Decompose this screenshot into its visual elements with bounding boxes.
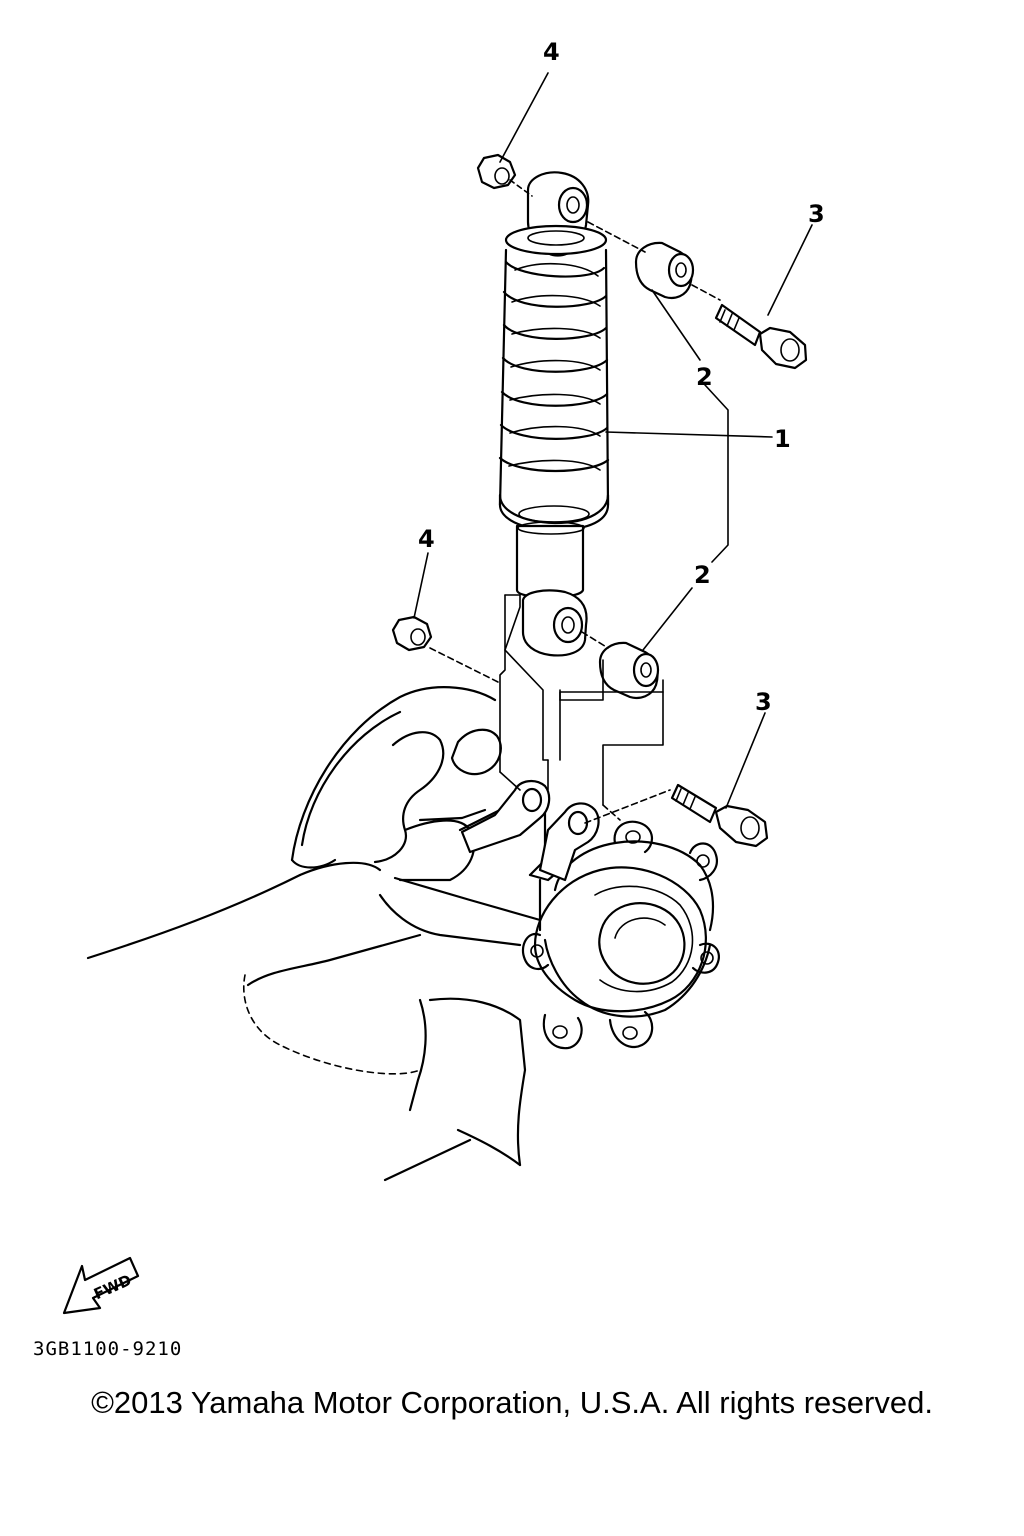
- callout-3-upper: 3: [808, 200, 825, 228]
- callouts: 4 3 2 1 4 2 3: [418, 38, 825, 716]
- shock-absorber: [498, 171, 610, 657]
- fwd-arrow-icon: FWD: [62, 1256, 140, 1315]
- callout-1: 1: [774, 425, 791, 453]
- lower-fasteners: [391, 615, 769, 848]
- leader-lines: [413, 72, 813, 809]
- copyright-notice: ©2013 Yamaha Motor Corporation, U.S.A. A…: [91, 1385, 933, 1420]
- callout-4-upper: 4: [543, 38, 560, 66]
- part-code: 3GB1100-9210: [33, 1338, 183, 1360]
- upper-fasteners: [476, 153, 808, 370]
- callout-3-lower: 3: [755, 688, 772, 716]
- callout-2-upper: 2: [696, 363, 713, 391]
- callout-2-lower: 2: [694, 561, 711, 589]
- callout-4-lower: 4: [418, 525, 435, 553]
- rear-axle-housing: [86, 686, 720, 1182]
- assembly-guide-lines: [499, 594, 664, 821]
